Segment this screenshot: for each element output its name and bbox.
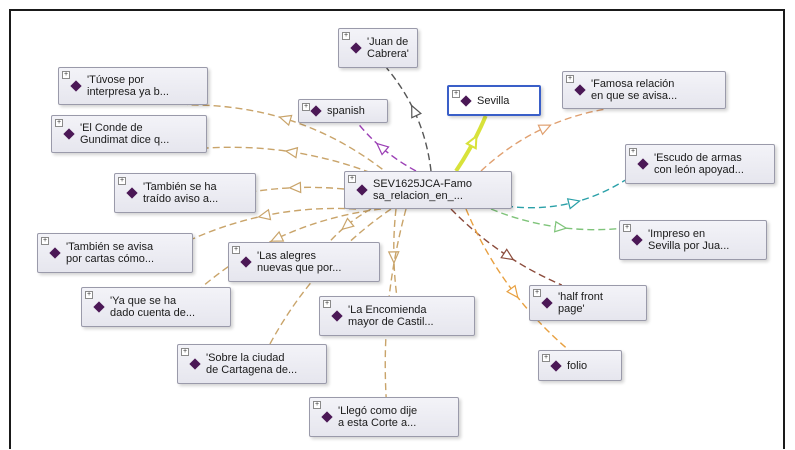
- individual-diamond-icon: [574, 84, 586, 96]
- relation-edge: [192, 207, 357, 240]
- graph-node[interactable]: Sevilla: [447, 85, 541, 116]
- graph-node[interactable]: 'Túvose por interpresa ya b...: [58, 67, 208, 105]
- individual-diamond-icon: [189, 358, 201, 370]
- relation-edge: [386, 67, 432, 172]
- expand-icon[interactable]: [85, 291, 93, 299]
- expand-icon[interactable]: [62, 71, 70, 79]
- individual-diamond-icon: [460, 94, 472, 107]
- graph-node[interactable]: 'Juan de Cabrera': [338, 28, 418, 68]
- expand-icon[interactable]: [342, 32, 350, 40]
- relation-edge: [465, 208, 570, 351]
- edge-arrow: [284, 146, 299, 159]
- graph-node[interactable]: SEV1625JCA-Famo sa_relacion_en_...: [344, 171, 512, 209]
- node-label: 'Túvose por interpresa ya b...: [87, 74, 169, 98]
- graph-node[interactable]: 'Escudo de armas con león apoyad...: [625, 144, 775, 184]
- individual-diamond-icon: [350, 42, 362, 54]
- node-label: 'Sobre la ciudad de Cartagena de...: [206, 352, 298, 376]
- node-label: 'half front page': [558, 291, 603, 315]
- graph-node[interactable]: 'También se ha traído aviso a...: [114, 173, 256, 213]
- graph-node[interactable]: 'El Conde de Gundimat dice q...: [51, 115, 207, 153]
- node-label: 'Juan de Cabrera': [367, 36, 409, 60]
- edge-arrow: [566, 198, 581, 210]
- node-label: 'También se avisa por cartas cómo...: [66, 241, 155, 265]
- edge-arrow: [257, 208, 272, 221]
- node-label: SEV1625JCA-Famo sa_relacion_en_...: [373, 178, 473, 202]
- individual-diamond-icon: [541, 297, 553, 309]
- edge-arrow: [553, 220, 568, 233]
- expand-icon[interactable]: [348, 175, 356, 183]
- graph-node[interactable]: 'Ya que se ha dado cuenta de...: [81, 287, 231, 327]
- expand-icon[interactable]: [542, 354, 550, 362]
- expand-icon[interactable]: [313, 401, 321, 409]
- graph-canvas[interactable]: SEV1625JCA-Famo sa_relacion_en_... 'Juan …: [9, 9, 785, 449]
- graph-node[interactable]: 'half front page': [529, 285, 647, 321]
- expand-icon[interactable]: [302, 103, 310, 111]
- expand-icon[interactable]: [629, 148, 637, 156]
- node-label: 'El Conde de Gundimat dice q...: [80, 122, 170, 146]
- relation-edge: [187, 104, 392, 177]
- node-label: folio: [567, 359, 588, 372]
- individual-diamond-icon: [70, 80, 82, 92]
- edge-arrow: [375, 142, 390, 156]
- individual-diamond-icon: [321, 411, 333, 423]
- individual-diamond-icon: [550, 359, 562, 372]
- relation-edge: [480, 108, 606, 172]
- relation-edge: [393, 208, 398, 297]
- graph-node[interactable]: 'La Encomienda mayor de Castil...: [319, 296, 475, 336]
- graph-node[interactable]: 'Impreso en Sevilla por Jua...: [619, 220, 767, 260]
- individual-diamond-icon: [310, 105, 322, 117]
- node-label: Sevilla: [477, 94, 510, 107]
- edge-arrow: [537, 124, 552, 136]
- relation-edge: [490, 208, 620, 231]
- expand-icon[interactable]: [118, 177, 126, 185]
- node-label: 'Escudo de armas con león apoyad...: [654, 152, 744, 176]
- node-label: 'Famosa relación en que se avisa...: [591, 78, 678, 102]
- expand-icon[interactable]: [566, 75, 574, 83]
- graph-node[interactable]: 'También se avisa por cartas cómo...: [37, 233, 193, 273]
- edge-arrow: [387, 251, 400, 265]
- edge-arrow: [500, 248, 515, 261]
- individual-diamond-icon: [240, 256, 252, 268]
- individual-diamond-icon: [331, 310, 343, 322]
- node-label: 'Llegó como dije a esta Corte a...: [338, 405, 418, 429]
- relation-edge: [450, 208, 563, 286]
- expand-icon[interactable]: [452, 90, 460, 98]
- expand-icon[interactable]: [533, 289, 541, 297]
- edge-arrow: [288, 181, 302, 194]
- graph-node[interactable]: 'Famosa relación en que se avisa...: [562, 71, 726, 109]
- expand-icon[interactable]: [323, 300, 331, 308]
- expand-icon[interactable]: [623, 224, 631, 232]
- individual-diamond-icon: [631, 234, 643, 246]
- expand-icon[interactable]: [181, 348, 189, 356]
- edge-arrow: [411, 104, 422, 119]
- relation-edge: [505, 179, 626, 209]
- node-label: spanish: [327, 105, 365, 117]
- relation-edge: [201, 208, 382, 288]
- individual-diamond-icon: [637, 158, 649, 170]
- edge-arrow: [506, 284, 519, 299]
- node-label: 'Las alegres nuevas que por...: [257, 250, 342, 274]
- expand-icon[interactable]: [55, 119, 63, 127]
- graph-node[interactable]: folio: [538, 350, 622, 381]
- edge-arrow: [465, 134, 478, 150]
- edge-arrow: [278, 114, 293, 127]
- node-label: 'La Encomienda mayor de Castil...: [348, 304, 434, 328]
- expand-icon[interactable]: [232, 246, 240, 254]
- graph-node[interactable]: spanish: [298, 99, 388, 123]
- edge-arrow: [269, 230, 285, 242]
- individual-diamond-icon: [49, 247, 61, 259]
- node-label: 'Impreso en Sevilla por Jua...: [648, 228, 730, 252]
- node-label: 'También se ha traído aviso a...: [143, 181, 219, 205]
- expand-icon[interactable]: [41, 237, 49, 245]
- node-label: 'Ya que se ha dado cuenta de...: [110, 295, 196, 319]
- individual-diamond-icon: [126, 187, 138, 199]
- individual-diamond-icon: [63, 128, 75, 140]
- graph-node[interactable]: 'Llegó como dije a esta Corte a...: [309, 397, 459, 437]
- graph-node[interactable]: 'Sobre la ciudad de Cartagena de...: [177, 344, 327, 384]
- graph-node[interactable]: 'Las alegres nuevas que por...: [228, 242, 380, 282]
- individual-diamond-icon: [93, 301, 105, 313]
- edge-arrow: [340, 217, 355, 231]
- individual-diamond-icon: [356, 184, 368, 196]
